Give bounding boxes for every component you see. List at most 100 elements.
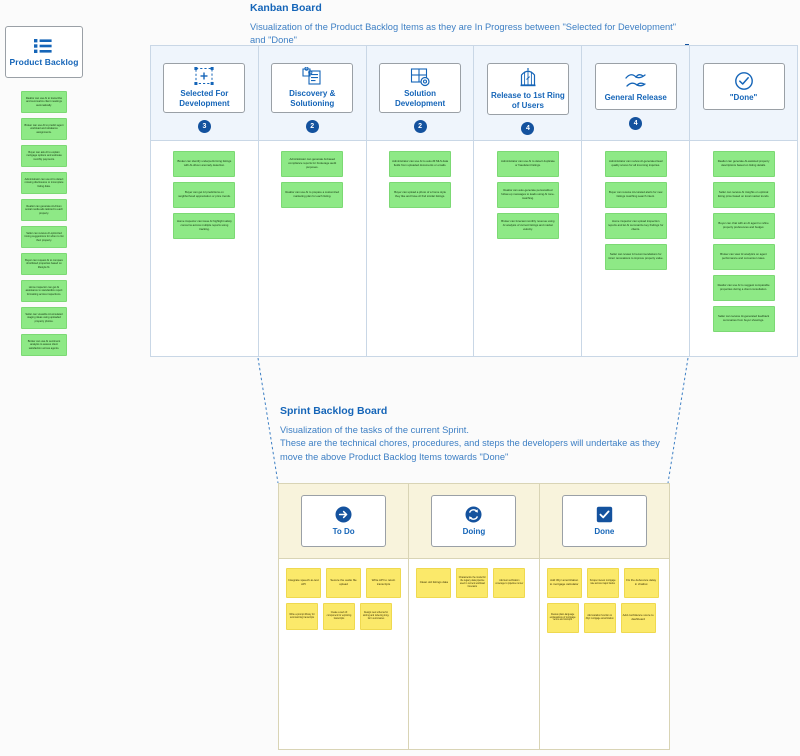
kanban-column-title: Selected For Development	[179, 89, 230, 108]
product-backlog-card-list: Realtor can use AI to transcribe and sum…	[5, 91, 83, 356]
kanban-item-card[interactable]: Administrator can use AI to detect dupli…	[496, 151, 559, 177]
kanban-column-body: Administrator can use AI to detect dupli…	[474, 141, 581, 356]
kanban-item-card[interactable]: Realtor can generate AI-assisted propert…	[712, 151, 775, 177]
sprint-task-card[interactable]: Scrape interest mortgage rate across maj…	[586, 568, 619, 598]
product-backlog-item[interactable]: Seller can receive AI-optimized timing s…	[21, 226, 67, 248]
kanban-column-title: "Done"	[729, 92, 758, 102]
sprint-task-card[interactable]: Create a web UI component for exploring …	[323, 603, 355, 630]
kanban-item-card[interactable]: Buyer can receive AI-curated alerts for …	[604, 182, 667, 208]
wip-limit-badge: 2	[305, 120, 319, 133]
kanban-item-card[interactable]: Seller can review AI recommendations for…	[604, 244, 667, 270]
sprint-task-card[interactable]: Secure the audio file upload	[326, 568, 361, 598]
kanban-column-body: Realtor can generate AI-assisted propert…	[690, 141, 797, 356]
kanban-item-card[interactable]: Administrator can use AI to auto-fill ML…	[389, 151, 452, 177]
kanban-column-card[interactable]: "Done"	[702, 63, 785, 110]
kanban-item-card[interactable]: Buyer can get AI predictions on neighbor…	[173, 182, 236, 208]
kanban-column-card[interactable]: General Release	[594, 63, 677, 110]
kanban-column-card[interactable]: Solution Development	[379, 63, 462, 113]
sprint-column-title: To Do	[332, 527, 355, 536]
sprint-column-card[interactable]: Doing	[431, 495, 517, 547]
sprint-task-card[interactable]: Integrate speech-to-text API	[286, 568, 321, 598]
product-backlog-item[interactable]: Administrator can use AI to detect missi…	[21, 172, 67, 194]
kanban-column-title: Discovery & Solutioning	[289, 89, 336, 108]
kanban-item-card[interactable]: Broker can view AI analytics on agent pe…	[712, 244, 775, 270]
list-icon	[34, 38, 54, 54]
kanban-item-card[interactable]: Realtor can use AI to suggest comparable…	[712, 275, 775, 301]
product-backlog-item[interactable]: Realtor can generate AI-driven social me…	[21, 199, 67, 221]
kanban-item-card[interactable]: Administrator can review AI-generated le…	[604, 151, 667, 177]
product-backlog-item[interactable]: Broker can use AI to predict agent workl…	[21, 118, 67, 140]
sprint-column-header: Done	[539, 484, 669, 559]
sprint-column-header: Doing	[409, 484, 539, 559]
product-backlog-panel: Product Backlog Realtor can use AI to tr…	[5, 26, 83, 356]
kanban-item-card[interactable]: Realtor can auto-generate personalized f…	[496, 182, 559, 208]
kanban-item-card[interactable]: Realtor can use AI to prepare a customiz…	[281, 182, 344, 208]
sprint-column-header: To Do	[279, 484, 409, 559]
sprint-task-card[interactable]: Clean old listings data	[416, 568, 452, 598]
kanban-column-body: Broker can identify underperforming list…	[151, 141, 258, 356]
kanban-item-card[interactable]: Home inspector can upload inspection rep…	[604, 213, 667, 239]
kanban-item-card[interactable]: Home inspector can issue AI highlight sa…	[173, 213, 236, 239]
kanban-item-card[interactable]: Buyer can chat with an AI agent to refin…	[712, 213, 775, 239]
kanban-column: "Done" Realtor can generate AI-assisted p…	[690, 46, 797, 356]
wip-limit-badge: 2	[413, 120, 427, 133]
checkbox-checked-icon	[596, 506, 613, 523]
kanban-column-body: Administrator can review AI-generated le…	[582, 141, 689, 356]
kanban-column-title: General Release	[604, 92, 667, 102]
sprint-task-card[interactable]: Add test verification coverage to pipeli…	[493, 568, 526, 598]
kanban-column-header: Discovery & Solutioning 2	[258, 46, 366, 141]
product-backlog-item[interactable]: Seller can visualize AI-simulated stagin…	[21, 307, 67, 329]
sprint-column-title: Doing	[462, 527, 486, 536]
kanban-board-title: Kanban Board	[250, 2, 322, 14]
kanban-column-card[interactable]: Discovery & Solutioning	[271, 63, 354, 113]
sprint-task-card[interactable]: Design new schema for storing and indexi…	[360, 603, 392, 630]
wip-limit-badge: 3	[197, 120, 211, 133]
product-backlog-item[interactable]: Realtor can use AI to transcribe and sum…	[21, 91, 67, 113]
kanban-column-header: Release to 1st Ring of Users 4	[474, 46, 582, 141]
product-backlog-item[interactable]: Buyer can request AI to compare shortlis…	[21, 253, 67, 275]
sprint-task-card[interactable]: Fix the debounce delay in chatbot	[623, 568, 659, 598]
sprint-task-card[interactable]: Review plain-language explanations of mo…	[546, 603, 579, 633]
sprint-task-card[interactable]: Write API to return transcripts	[366, 568, 401, 598]
kanban-column-header: "Done"	[690, 46, 797, 141]
bird-cage-icon	[518, 67, 538, 89]
sprint-board-title: Sprint Backlog Board	[280, 405, 388, 417]
kanban-column-header: Solution Development 2	[366, 46, 474, 141]
puzzle-gear-icon	[409, 67, 431, 87]
birds-flying-icon	[623, 71, 649, 91]
kanban-column-card[interactable]: Release to 1st Ring of Users	[486, 63, 569, 115]
kanban-item-card[interactable]: Broker can identify underperforming list…	[173, 151, 236, 177]
sprint-column-card[interactable]: To Do	[301, 495, 387, 547]
sprint-task-card[interactable]: Add 30yr amortization to mortgage calcul…	[546, 568, 582, 598]
kanban-item-card[interactable]: Seller can receive AI-generated feedback…	[712, 306, 775, 332]
kanban-item-card[interactable]: Seller can receive AI insights on optima…	[712, 182, 775, 208]
kanban-column-body: Administrator can generate AI-based comp…	[259, 141, 366, 356]
sprint-task-card[interactable]: Write a prompt library for summarizing t…	[286, 603, 318, 630]
product-backlog-item[interactable]: Buyer can ask AI to explain mortgage opt…	[21, 145, 67, 167]
sprint-column-card[interactable]: Done	[561, 495, 647, 547]
selection-frame-plus-icon	[193, 67, 215, 87]
sprint-task-card[interactable]: Add confidence score to dashboard	[620, 603, 656, 633]
kanban-item-card[interactable]: Administrator can generate AI-based comp…	[281, 151, 344, 177]
product-backlog-item[interactable]: Broker can use AI sentiment analysis to …	[21, 334, 67, 356]
product-backlog-header[interactable]: Product Backlog	[5, 26, 83, 78]
sprint-task-card[interactable]: Add variation function to 30yr mortgage …	[583, 603, 616, 633]
sprint-board-subtitle: Visualization of the tasks of the curren…	[280, 425, 660, 462]
kanban-board-subtitle: Visualization of the Product Backlog Ite…	[250, 22, 677, 46]
sprint-task-card[interactable]: Characterize the model for the legacy da…	[456, 568, 489, 598]
kanban-column-card[interactable]: Selected For Development	[163, 63, 246, 113]
product-backlog-item[interactable]: Home inspector can get AI assistance to …	[21, 280, 67, 302]
kanban-item-card[interactable]: Broker can forecast monthly revenue usin…	[496, 213, 559, 239]
wip-limit-badge: 4	[521, 122, 535, 135]
kanban-item-card[interactable]: Buyer can upload a photo of a home style…	[389, 182, 452, 208]
